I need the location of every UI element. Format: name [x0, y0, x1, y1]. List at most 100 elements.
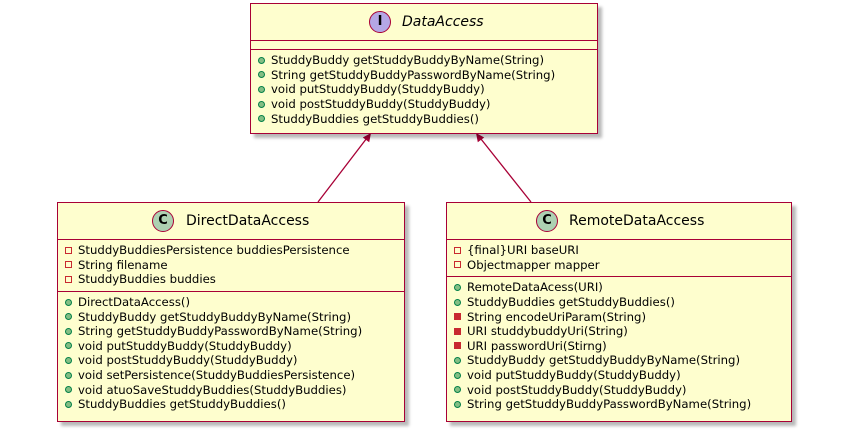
method-row: void putStuddyBuddy(StuddyBuddy): [251, 82, 597, 97]
method-row: void postStuddyBuddy(StuddyBuddy): [251, 97, 597, 112]
public-method-icon: [454, 386, 461, 394]
field-row: String filename: [58, 258, 404, 273]
class-remote-data-access[interactable]: C RemoteDataAccess {final}URI baseURI Ob…: [446, 202, 792, 422]
private-field-icon: [454, 246, 461, 254]
class-stereotype-icon: C: [536, 210, 558, 232]
public-method-icon: [65, 298, 72, 306]
method-row: StuddyBuddy getStuddyBuddyByName(String): [251, 53, 597, 68]
method-row: String getStuddyBuddyPasswordByName(Stri…: [58, 324, 404, 339]
field-signature: {final}URI baseURI: [467, 243, 579, 258]
public-method-icon: [454, 283, 461, 291]
method-signature: URI studdybuddyUri(String): [467, 324, 628, 339]
method-signature: StuddyBuddies getStuddyBuddies(): [467, 295, 675, 310]
method-row: String getStuddyBuddyPasswordByName(Stri…: [447, 397, 791, 412]
method-row: DirectDataAccess(): [58, 295, 404, 310]
private-field-icon: [65, 261, 72, 269]
field-row: Objectmapper mapper: [447, 258, 791, 273]
method-row: StuddyBuddy getStuddyBuddyByName(String): [58, 309, 404, 324]
method-signature: void setPersistence(StuddyBuddiesPersist…: [78, 368, 356, 383]
implements-edge-direct: [317, 133, 371, 203]
method-row: URI studdybuddyUri(String): [447, 324, 791, 339]
public-method-icon: [454, 371, 461, 379]
private-method-icon: [454, 327, 461, 335]
public-method-icon: [258, 100, 265, 108]
method-row: URI passwordUri(Stirng): [447, 339, 791, 354]
method-row: StuddyBuddies getStuddyBuddies(): [58, 397, 404, 412]
public-method-icon: [454, 298, 461, 306]
public-method-icon: [65, 400, 72, 408]
field-signature: String filename: [78, 257, 168, 272]
method-signature: StuddyBuddy getStuddyBuddyByName(String): [78, 309, 352, 324]
public-method-icon: [65, 356, 72, 364]
public-method-icon: [454, 400, 461, 408]
implements-edge-remote: [476, 133, 532, 203]
method-signature: StuddyBuddies getStuddyBuddies(): [271, 111, 479, 126]
public-method-icon: [65, 371, 72, 379]
class-data-access[interactable]: I DataAccess StuddyBuddy getStuddyBuddyB…: [250, 3, 598, 134]
public-method-icon: [454, 356, 461, 364]
method-signature: String getStuddyBuddyPasswordByName(Stri…: [271, 67, 556, 82]
class-name: RemoteDataAccess: [569, 213, 705, 229]
fields-section: {final}URI baseURI Objectmapper mapper: [447, 239, 791, 276]
class-header: C DirectDataAccess: [58, 203, 404, 239]
public-method-icon: [258, 71, 265, 79]
method-row: String getStuddyBuddyPasswordByName(Stri…: [251, 68, 597, 83]
class-name: DataAccess: [402, 14, 484, 30]
method-row: StuddyBuddies getStuddyBuddies(): [251, 111, 597, 126]
field-row: StuddyBuddies buddies: [58, 272, 404, 287]
class-header: I DataAccess: [251, 4, 597, 40]
method-signature: void putStuddyBuddy(StuddyBuddy): [78, 338, 292, 353]
method-signature: DirectDataAccess(): [78, 295, 191, 310]
method-row: String encodeUriParam(String): [447, 309, 791, 324]
arrowhead-direct: [362, 133, 371, 143]
method-signature: RemoteDataAcess(URI): [467, 280, 603, 295]
class-direct-data-access[interactable]: C DirectDataAccess StuddyBuddiesPersiste…: [57, 202, 405, 422]
method-row: StuddyBuddies getStuddyBuddies(): [447, 295, 791, 310]
method-row: void putStuddyBuddy(StuddyBuddy): [447, 368, 791, 383]
private-field-icon: [454, 261, 461, 269]
methods-section: RemoteDataAcess(URI) StuddyBuddies getSt…: [447, 276, 791, 415]
field-signature: StuddyBuddies buddies: [78, 272, 216, 287]
field-row: StuddyBuddiesPersistence buddiesPersiste…: [58, 243, 404, 258]
method-signature: void postStuddyBuddy(StuddyBuddy): [78, 353, 298, 368]
method-row: void setPersistence(StuddyBuddiesPersist…: [58, 368, 404, 383]
methods-section: StuddyBuddy getStuddyBuddyByName(String)…: [251, 49, 597, 130]
method-signature: void postStuddyBuddy(StuddyBuddy): [467, 382, 687, 397]
arrowhead-remote: [476, 133, 485, 143]
method-signature: String getStuddyBuddyPasswordByName(Stri…: [467, 397, 752, 412]
public-method-icon: [258, 85, 265, 93]
method-signature: StuddyBuddy getStuddyBuddyByName(String): [467, 353, 741, 368]
class-header: C RemoteDataAccess: [447, 203, 791, 239]
method-signature: String encodeUriParam(String): [467, 309, 647, 324]
method-row: StuddyBuddy getStuddyBuddyByName(String): [447, 353, 791, 368]
private-method-icon: [454, 313, 461, 321]
method-row: void putStuddyBuddy(StuddyBuddy): [58, 339, 404, 354]
public-method-icon: [258, 56, 265, 64]
fields-section: StuddyBuddiesPersistence buddiesPersiste…: [58, 239, 404, 291]
public-method-icon: [258, 115, 265, 123]
field-row: {final}URI baseURI: [447, 243, 791, 258]
public-method-icon: [65, 313, 72, 321]
public-method-icon: [65, 342, 72, 350]
method-signature: URI passwordUri(Stirng): [467, 338, 607, 353]
method-signature: void postStuddyBuddy(StuddyBuddy): [271, 97, 491, 112]
private-method-icon: [454, 342, 461, 350]
method-signature: StuddyBuddies getStuddyBuddies(): [78, 397, 286, 412]
method-row: void postStuddyBuddy(StuddyBuddy): [58, 353, 404, 368]
fields-section: [251, 40, 597, 49]
class-name: DirectDataAccess: [186, 213, 310, 229]
interface-stereotype-icon: I: [369, 11, 391, 33]
method-row: void postStuddyBuddy(StuddyBuddy): [447, 382, 791, 397]
method-signature: void atuoSaveStuddyBuddies(StuddyBuddies…: [78, 382, 347, 397]
method-row: void atuoSaveStuddyBuddies(StuddyBuddies…: [58, 382, 404, 397]
method-row: RemoteDataAcess(URI): [447, 280, 791, 295]
private-field-icon: [65, 275, 72, 283]
field-signature: Objectmapper mapper: [467, 257, 600, 272]
private-field-icon: [65, 246, 72, 254]
method-signature: StuddyBuddy getStuddyBuddyByName(String): [271, 53, 545, 68]
method-signature: void putStuddyBuddy(StuddyBuddy): [467, 368, 681, 383]
field-signature: StuddyBuddiesPersistence buddiesPersiste…: [78, 243, 350, 258]
methods-section: DirectDataAccess() StuddyBuddy getStuddy…: [58, 290, 404, 416]
class-stereotype-icon: C: [152, 210, 174, 232]
